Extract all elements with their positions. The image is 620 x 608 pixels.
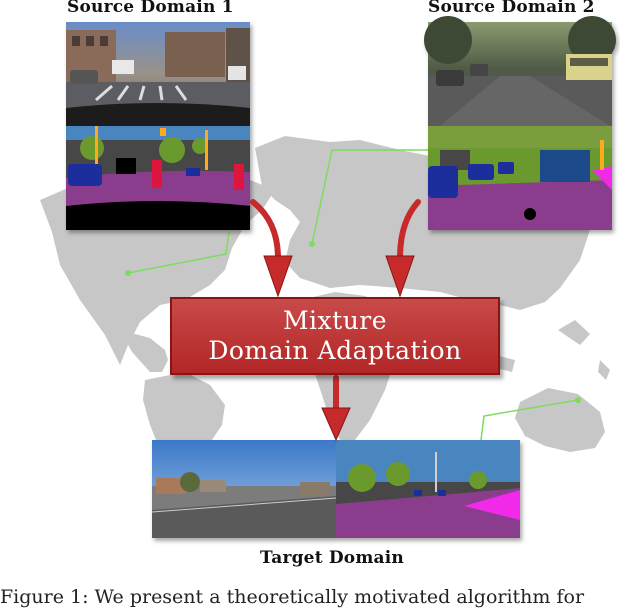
- mda-title-line1: Mixture: [282, 306, 388, 335]
- source2-segmentation: [428, 126, 612, 230]
- connector-target: [480, 399, 579, 441]
- adaptation-arrows: [250, 199, 421, 413]
- location-dot-source1: [125, 270, 131, 276]
- arrowhead-source1: [263, 255, 293, 298]
- source2-panel: [424, 16, 616, 230]
- source1-photo: [66, 22, 250, 126]
- figure-caption: Figure 1: We present a theoretically mot…: [0, 586, 585, 608]
- target-domain-label: Target Domain: [260, 548, 404, 568]
- source-domain-1-label: Source Domain 1: [67, 0, 234, 17]
- connector-source1: [127, 231, 230, 274]
- arrow-source1: [250, 199, 281, 261]
- source1-panel: [66, 22, 250, 230]
- target-segmentation: [336, 440, 520, 538]
- mixture-domain-adaptation-box: Mixture Domain Adaptation: [170, 297, 500, 375]
- mda-title-line2: Domain Adaptation: [208, 336, 462, 365]
- connector-source2: [311, 149, 430, 245]
- arrowhead-target: [321, 407, 351, 442]
- arrowhead-source2: [385, 255, 415, 298]
- source1-segmentation: [66, 126, 250, 230]
- source-domain-2-label: Source Domain 2: [428, 0, 595, 17]
- arrow-source2: [397, 199, 421, 261]
- target-photo: [151, 440, 337, 538]
- location-dot-source2: [309, 241, 315, 247]
- source2-photo: [424, 16, 616, 126]
- location-connectors: [127, 149, 579, 441]
- target-panel: [151, 440, 520, 538]
- location-dot-target: [575, 397, 581, 403]
